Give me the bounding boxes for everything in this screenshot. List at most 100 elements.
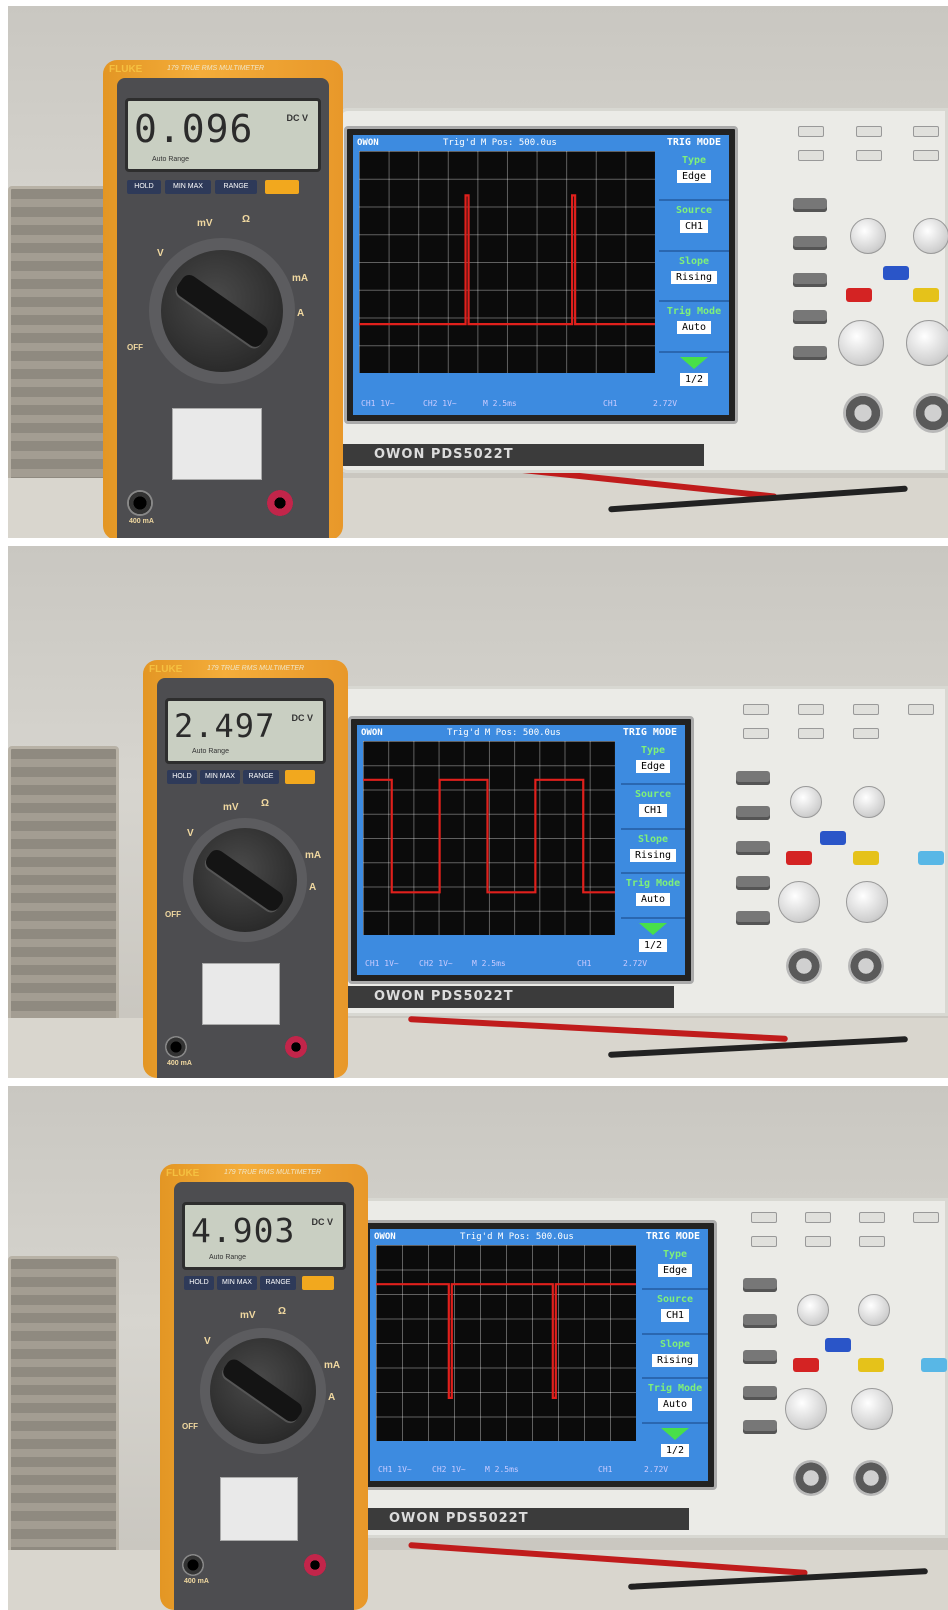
acquire-button[interactable]	[853, 704, 879, 715]
ch1-volts-knob[interactable]	[785, 1388, 827, 1430]
red-test-lead-plug[interactable]	[285, 1036, 307, 1058]
f3-button[interactable]	[736, 841, 770, 855]
hold-button[interactable]: HOLD	[184, 1276, 214, 1290]
f4-button[interactable]	[743, 1386, 777, 1400]
math-menu-button[interactable]	[820, 831, 846, 845]
ma-input-jack[interactable]	[127, 490, 153, 516]
rotary-switch[interactable]	[210, 1338, 316, 1444]
save-rcl-button[interactable]	[798, 126, 824, 137]
minmax-button[interactable]: MIN MAX	[217, 1276, 257, 1290]
utility-button[interactable]	[743, 728, 769, 739]
autoset-button[interactable]	[913, 1212, 939, 1223]
menu-item-next-page[interactable]: 1/2	[621, 922, 685, 965]
rotary-switch[interactable]	[193, 828, 297, 932]
display-button[interactable]	[913, 150, 939, 161]
horizontal-menu-button[interactable]	[921, 1358, 947, 1372]
range-button[interactable]: RANGE	[215, 180, 257, 194]
math-menu-button[interactable]	[883, 266, 909, 280]
minmax-button[interactable]: MIN MAX	[165, 180, 211, 194]
acquire-button[interactable]	[913, 126, 939, 137]
ch1-bnc-connector[interactable]	[793, 1460, 829, 1496]
f5-button[interactable]	[736, 911, 770, 925]
ch2-position-knob[interactable]	[913, 218, 948, 254]
range-button[interactable]: RANGE	[243, 770, 279, 784]
save-rcl-button[interactable]	[751, 1212, 777, 1223]
f2-button[interactable]	[743, 1314, 777, 1328]
ch2-menu-button[interactable]	[858, 1358, 884, 1372]
ch2-volts-knob[interactable]	[851, 1388, 893, 1430]
cursor-button[interactable]	[798, 728, 824, 739]
measure-button[interactable]	[856, 126, 882, 137]
f3-button[interactable]	[743, 1350, 777, 1364]
utility-button[interactable]	[798, 150, 824, 161]
ma-input-jack[interactable]	[182, 1554, 204, 1576]
ch1-menu-button[interactable]	[846, 288, 872, 302]
ch1-position-knob[interactable]	[850, 218, 886, 254]
ch2-bnc-connector[interactable]	[853, 1460, 889, 1496]
ch2-position-knob[interactable]	[853, 786, 885, 818]
display-button[interactable]	[853, 728, 879, 739]
ch2-bnc-connector[interactable]	[848, 948, 884, 984]
acquire-button[interactable]	[859, 1212, 885, 1223]
display-button[interactable]	[859, 1236, 885, 1247]
hold-button[interactable]: HOLD	[167, 770, 197, 784]
f2-button[interactable]	[736, 806, 770, 820]
ch1-menu-button[interactable]	[786, 851, 812, 865]
ch2-volts-knob[interactable]	[906, 320, 948, 366]
f5-button[interactable]	[793, 346, 827, 360]
cursor-button[interactable]	[805, 1236, 831, 1247]
ch2-position-knob[interactable]	[858, 1294, 890, 1326]
f1-button[interactable]	[743, 1278, 777, 1292]
ch2-volts-knob[interactable]	[846, 881, 888, 923]
range-button[interactable]: RANGE	[260, 1276, 296, 1290]
menu-item-next-page[interactable]: 1/2	[659, 356, 729, 405]
cursor-button[interactable]	[856, 150, 882, 161]
function-button[interactable]	[265, 180, 299, 194]
math-menu-button[interactable]	[825, 1338, 851, 1352]
ch1-volts-knob[interactable]	[838, 320, 884, 366]
ch1-menu-button[interactable]	[793, 1358, 819, 1372]
measure-button[interactable]	[798, 704, 824, 715]
red-test-lead-plug[interactable]	[304, 1554, 326, 1576]
f3-button[interactable]	[793, 273, 827, 287]
ma-input-jack[interactable]	[165, 1036, 187, 1058]
autoset-button[interactable]	[908, 704, 934, 715]
ch1-position-knob[interactable]	[790, 786, 822, 818]
f5-button[interactable]	[743, 1420, 777, 1434]
ch1-position-knob[interactable]	[797, 1294, 829, 1326]
function-button[interactable]	[302, 1276, 334, 1290]
minmax-button[interactable]: MIN MAX	[200, 770, 240, 784]
f1-button[interactable]	[793, 198, 827, 212]
ch1-bnc-connector[interactable]	[843, 393, 883, 433]
function-button[interactable]	[285, 770, 315, 784]
ch1-bnc-connector[interactable]	[786, 948, 822, 984]
f1-button[interactable]	[736, 771, 770, 785]
f4-button[interactable]	[793, 310, 827, 324]
rotary-switch[interactable]	[161, 250, 283, 372]
ch2-menu-button[interactable]	[853, 851, 879, 865]
utility-button[interactable]	[751, 1236, 777, 1247]
measure-button[interactable]	[805, 1212, 831, 1223]
menu-item-next-page[interactable]: 1/2	[642, 1428, 708, 1471]
ch2-bnc-connector[interactable]	[913, 393, 948, 433]
ch2-menu-button[interactable]	[913, 288, 939, 302]
f2-button[interactable]	[793, 236, 827, 250]
f4-button[interactable]	[736, 876, 770, 890]
ch1-volts-knob[interactable]	[778, 881, 820, 923]
save-rcl-button[interactable]	[743, 704, 769, 715]
hold-button[interactable]: HOLD	[127, 180, 161, 194]
horizontal-menu-button[interactable]	[918, 851, 944, 865]
red-test-lead-plug[interactable]	[267, 490, 293, 516]
